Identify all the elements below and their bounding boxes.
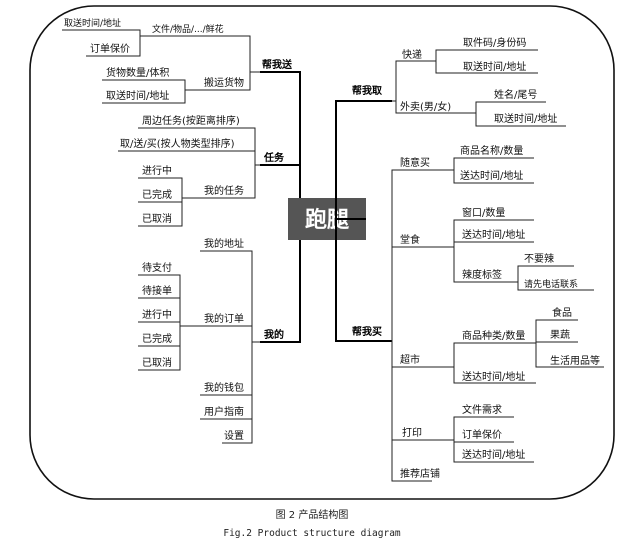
buy-window: 窗口/数量	[462, 206, 505, 219]
buy-deliver-time: 送达时间/地址	[460, 169, 523, 182]
mine-guide: 用户指南	[204, 405, 244, 418]
send-pickup-time-2: 取送时间/地址	[106, 89, 169, 102]
mine-wallet: 我的钱包	[204, 381, 244, 394]
task-completed: 已完成	[142, 188, 172, 201]
take-time-2: 取送时间/地址	[494, 112, 557, 125]
buy-deliver-time-4: 送达时间/地址	[462, 448, 525, 461]
mine-orders: 我的订单	[204, 312, 244, 325]
send-pickup-time: 取送时间/地址	[64, 17, 121, 29]
mine-settings: 设置	[224, 430, 244, 442]
take-takeout: 外卖(男/女)	[400, 100, 451, 113]
buy-food: 食品	[552, 306, 572, 319]
send-goods-type: 文件/物品/.../鲜花	[152, 23, 224, 35]
task-cancelled: 已取消	[142, 212, 172, 225]
section-mine: 我的	[264, 328, 284, 341]
mine-address: 我的地址	[204, 237, 244, 250]
buy-canteen: 堂食	[400, 233, 420, 246]
send-insurance: 订单保价	[90, 42, 130, 55]
buy-insurance: 订单保价	[462, 428, 502, 441]
send-quantity: 货物数量/体积	[106, 66, 169, 79]
buy-print: 打印	[402, 426, 422, 439]
task-by-type: 取/送/买(按人物类型排序)	[120, 137, 235, 150]
mine-completed: 已完成	[142, 332, 172, 345]
mine-to-pay: 待支付	[142, 261, 172, 274]
section-buy: 帮我买	[352, 325, 382, 338]
buy-deliver-time-3: 送达时间/地址	[462, 370, 525, 383]
buy-doc-req: 文件需求	[462, 403, 502, 416]
buy-fruit: 果蔬	[550, 329, 570, 341]
take-time: 取送时间/地址	[463, 60, 526, 73]
buy-call-first: 请先电话联系	[524, 278, 578, 290]
task-in-progress: 进行中	[142, 164, 172, 177]
send-transport: 搬运货物	[204, 76, 244, 89]
buy-no-spicy: 不要辣	[524, 252, 554, 265]
center-node-label: 跑腿	[305, 208, 349, 233]
section-task: 任务	[263, 151, 285, 164]
mine-in-progress: 进行中	[142, 308, 172, 321]
buy-goods-kind: 商品种类/数量	[462, 329, 525, 342]
section-take: 帮我取	[352, 84, 383, 97]
buy-supermarket: 超市	[400, 353, 420, 366]
mine-to-accept: 待接单	[142, 284, 172, 297]
task-nearby: 周边任务(按距离排序)	[142, 114, 240, 127]
take-code: 取件码/身份码	[463, 36, 526, 49]
take-name: 姓名/尾号	[494, 88, 537, 101]
take-express: 快递	[402, 48, 422, 61]
figure-caption-en: Fig.2 Product structure diagram	[223, 528, 401, 539]
buy-recommend: 推荐店铺	[400, 467, 440, 480]
buy-product: 商品名称/数量	[460, 144, 523, 157]
buy-spicy-tag: 辣度标签	[462, 268, 502, 281]
buy-deliver-time-2: 送达时间/地址	[462, 228, 525, 241]
task-my-tasks: 我的任务	[204, 184, 244, 197]
buy-daily: 生活用品等	[550, 354, 600, 367]
buy-random: 随意买	[400, 156, 430, 169]
figure-caption-cn: 图 2 产品结构图	[275, 510, 349, 521]
section-send: 帮我送	[262, 58, 293, 71]
mine-cancelled: 已取消	[142, 356, 172, 369]
diagram-frame	[29, 5, 615, 500]
